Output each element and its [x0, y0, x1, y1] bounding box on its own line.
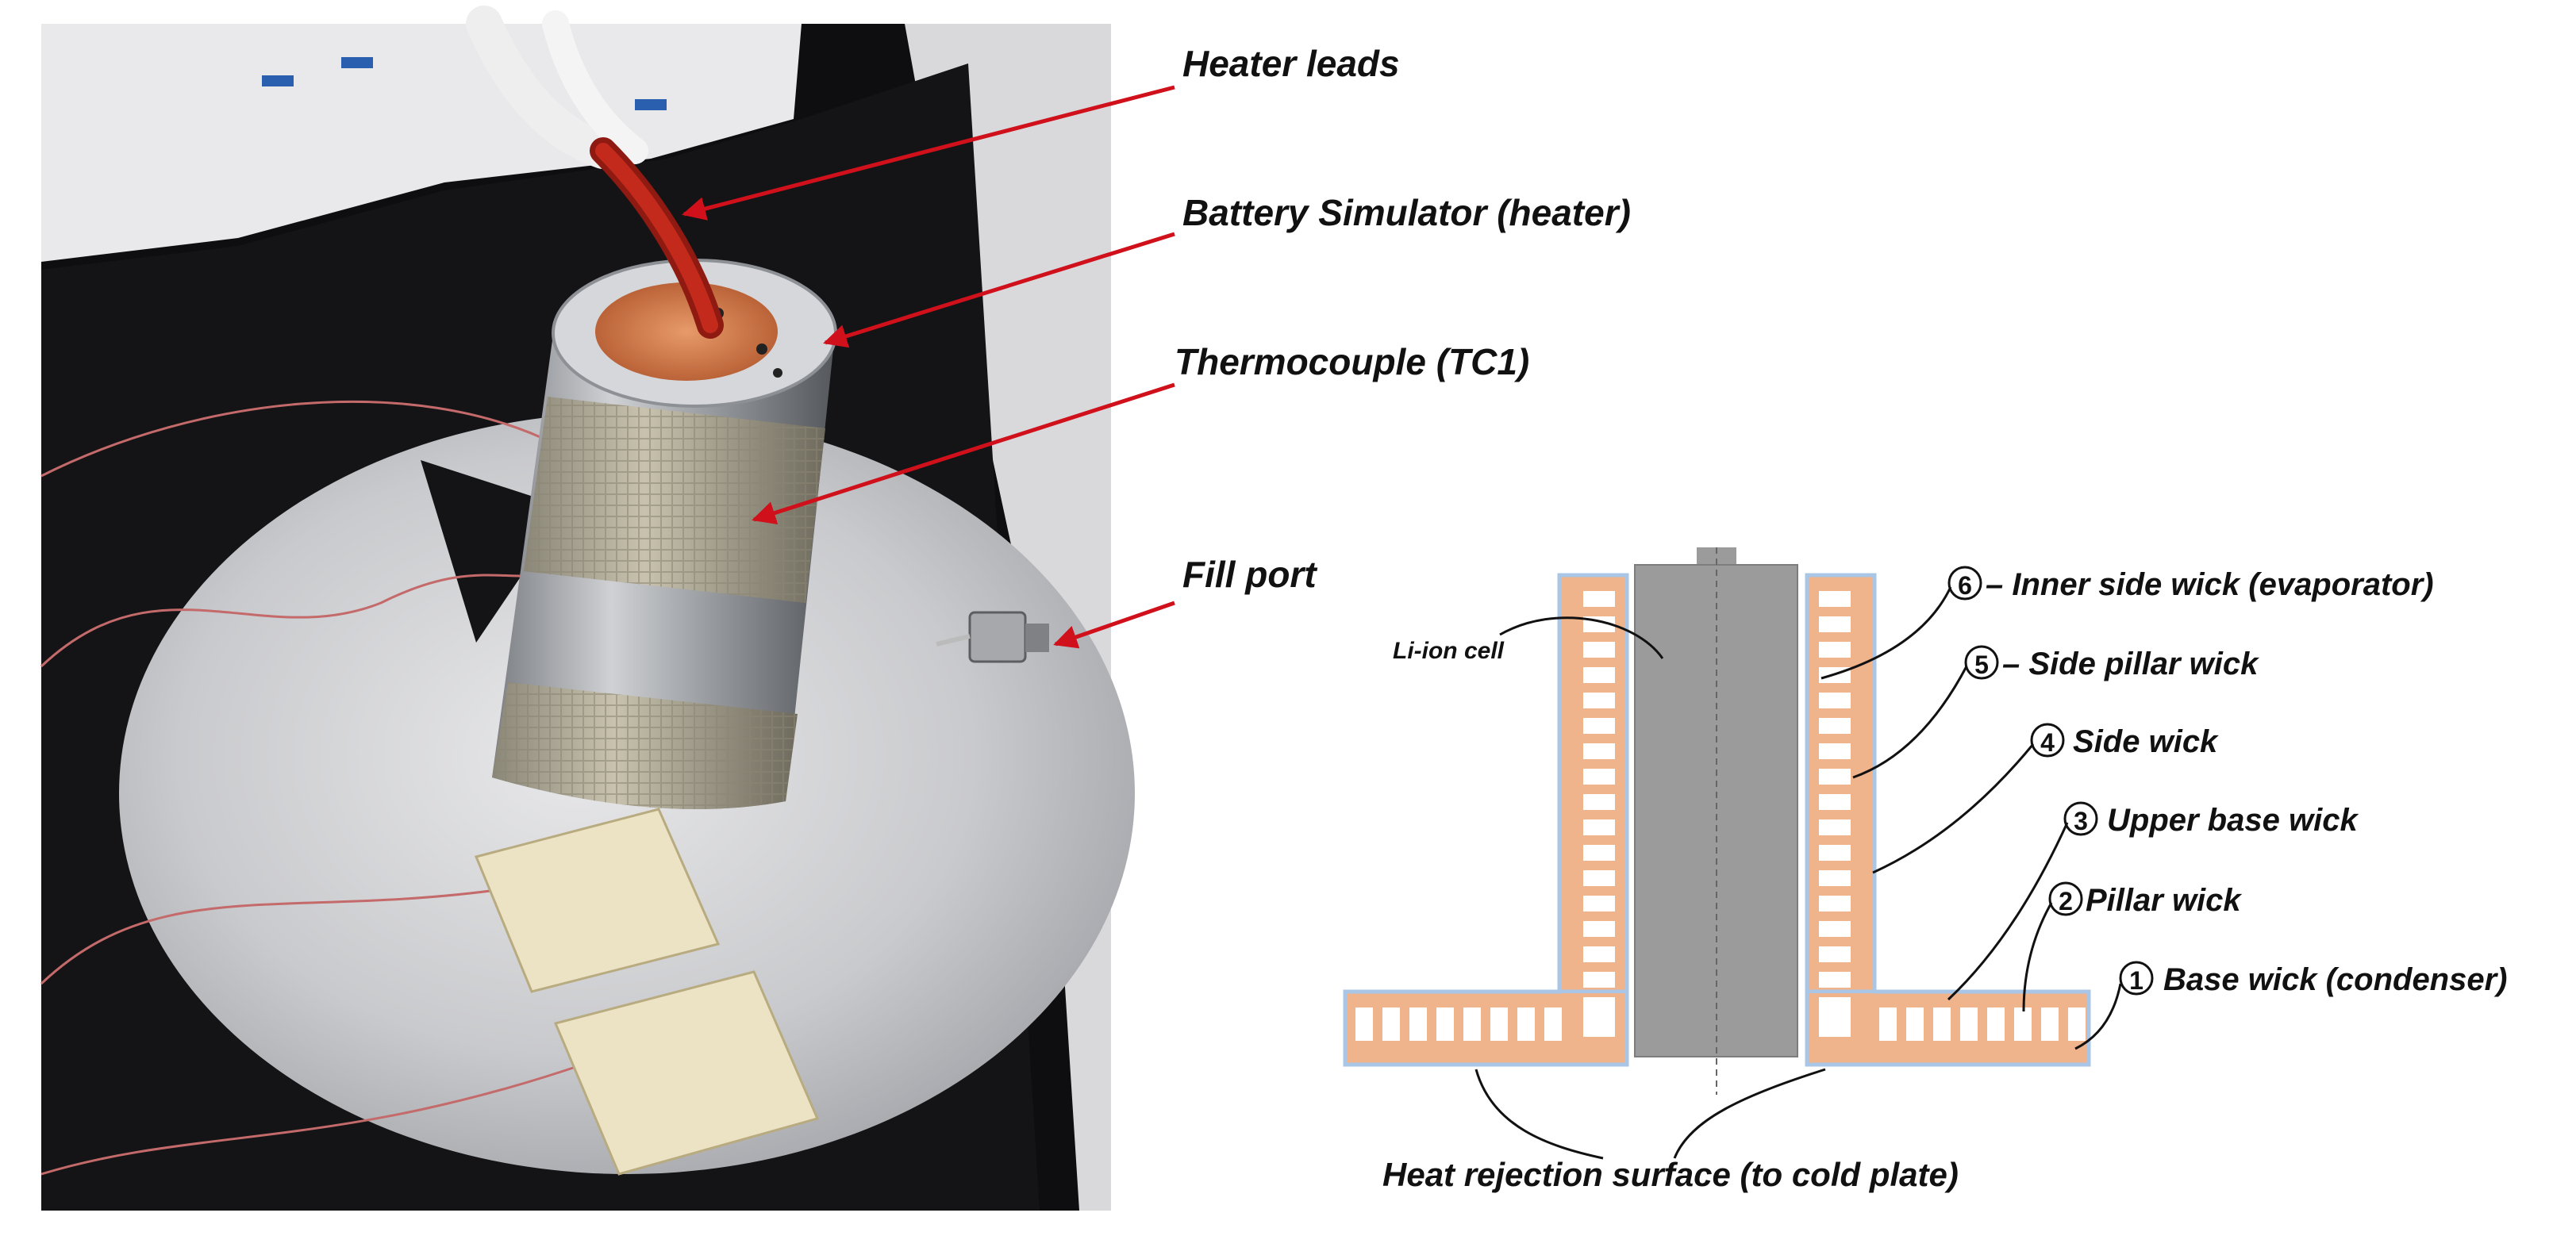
wick-text-4: Side wick	[2073, 724, 2219, 759]
wick-number-5: 5	[1974, 651, 1989, 679]
wick-text-3: Upper base wick	[2107, 803, 2359, 838]
callout-thermocouple: Thermocouple (TC1)	[1175, 341, 1529, 382]
li-ion-cell-label: Li-ion cell	[1393, 638, 1505, 664]
wick-number-2: 2	[2059, 887, 2073, 915]
experimental-setup-photo	[40, 6, 1135, 1211]
heater-lead-cables	[466, 6, 724, 339]
wick-text-2: Pillar wick	[2086, 883, 2242, 918]
wick-text-1: Base wick (condenser)	[2163, 962, 2508, 997]
wick-schematic	[1343, 547, 2091, 1095]
photo-callout-labels: Heater leads Battery Simulator (heater) …	[1175, 43, 1631, 595]
fill-port-fitting	[936, 611, 1049, 663]
schematic-labels: Li-ion cell 6 – Inner side wick (evapora…	[1382, 566, 2508, 1193]
thermocouple-pads	[474, 808, 820, 1176]
schematic-leader-lines	[1474, 586, 2122, 1160]
copper-heater-face	[595, 282, 778, 381]
callout-battery-simulator: Battery Simulator (heater)	[1182, 192, 1631, 233]
wick-label-6: 6 – Inner side wick (evaporator)	[1947, 566, 2434, 602]
wick-label-5: 5 – Side pillar wick	[1964, 645, 2259, 681]
wick-number-4: 4	[2040, 728, 2055, 757]
callout-heater-leads: Heater leads	[1182, 43, 1400, 84]
photo-callout-lines	[682, 85, 1175, 649]
lab-equipment	[41, 24, 802, 262]
wick-number-1: 1	[2129, 966, 2143, 995]
wick-number-6: 6	[1958, 571, 1972, 600]
callout-fill-port: Fill port	[1182, 554, 1317, 595]
wick-label-1: 1 Base wick (condenser)	[2119, 961, 2508, 997]
wick-label-3: 3 Upper base wick	[2063, 801, 2359, 838]
pillar-cells-left-base	[1355, 1007, 1562, 1041]
wick-text-5: – Side pillar wick	[2002, 647, 2259, 681]
pillar-cells-right-column	[1819, 591, 1851, 1037]
wick-label-4: 4 Side wick	[2030, 723, 2219, 759]
pillar-cells-right-base	[1879, 1007, 2086, 1041]
heat-rejection-label: Heat rejection surface (to cold plate)	[1382, 1156, 1959, 1193]
battery-simulator-cylinder	[492, 259, 837, 809]
wick-text-6: – Inner side wick (evaporator)	[1986, 567, 2434, 602]
thermocouple-wires	[40, 400, 556, 478]
wick-label-2: 2 Pillar wick	[2048, 881, 2242, 918]
wick-number-3: 3	[2074, 807, 2088, 835]
